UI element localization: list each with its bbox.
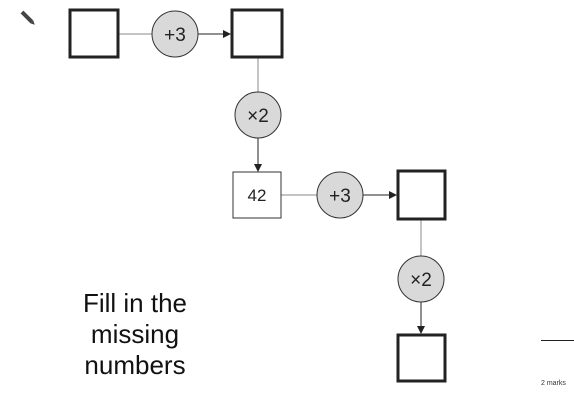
answer-box-1[interactable]: [68, 8, 120, 59]
instruction-text: Fill in the missing numbers: [82, 288, 188, 380]
operation-plus3-second: +3: [316, 171, 364, 219]
operation-times2-second: ×2: [397, 255, 445, 303]
answer-box-5[interactable]: [396, 333, 447, 383]
svg-text:+3: +3: [164, 25, 186, 46]
marks-label: 2 marks: [541, 380, 566, 387]
pencil-icon: [20, 10, 35, 25]
answer-box-4[interactable]: [396, 169, 447, 221]
svg-text:+3: +3: [329, 186, 351, 207]
svg-text:42: 42: [248, 186, 267, 205]
answer-box-2[interactable]: [230, 8, 284, 59]
svg-text:×2: ×2: [410, 270, 432, 291]
operation-times2-first: ×2: [234, 91, 282, 139]
given-box-42: 42: [232, 171, 282, 219]
operation-plus3-first: +3: [151, 10, 199, 58]
svg-text:×2: ×2: [247, 106, 269, 127]
marks-answer-line: [541, 340, 574, 341]
